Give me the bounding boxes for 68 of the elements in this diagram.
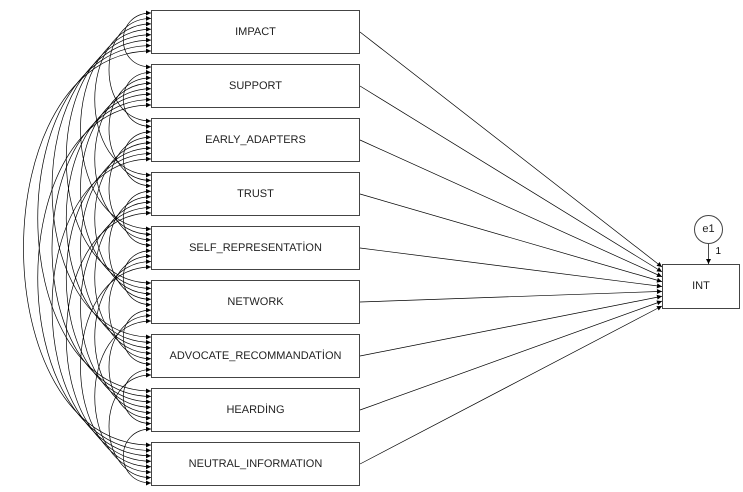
covariance-arrow [108,16,152,123]
variable-box [151,388,360,432]
variable-box [151,226,360,270]
arrow [360,306,662,464]
covariance-arrow [52,158,152,458]
covariance-arrow [108,76,152,182]
variable-box [151,118,360,162]
arrow [360,289,662,302]
variable-name: EARLY_ADAPTERS [205,132,306,148]
covariance-arrow [23,50,152,446]
covariance-arrow [80,146,152,350]
variable-name: INT [692,279,710,294]
arrow [360,248,662,288]
covariance-arrow [122,70,152,128]
arrow [360,300,662,410]
arrow [360,194,662,283]
variable-box [151,334,360,378]
covariance-arrow [122,308,152,366]
covariance-arrow [94,22,152,177]
covariance-arrow [66,211,152,463]
variable-box [151,442,360,486]
variable-box [662,264,740,309]
covariance-arrow [37,104,152,452]
variable-box [151,64,360,108]
variable-box [151,280,360,324]
covariance-arrow [94,82,152,236]
covariance-arrow [80,206,152,409]
covariance-arrow [52,98,152,398]
covariance-arrow [108,373,152,480]
arrow [706,244,711,264]
arrow [360,32,662,268]
variable-name: SUPPORT [229,78,282,94]
covariance-arrow [108,136,152,242]
covariance-arrow [80,28,152,231]
covariance-arrow [94,200,152,355]
covariance-arrow [94,260,152,414]
arrow [360,140,662,278]
variable-name: IMPACT [235,24,276,40]
covariance-arrow [108,254,152,360]
variable-name: SELF_REPRESENTATİON [189,240,322,256]
covariance-arrow [108,195,152,301]
arrow [360,86,662,272]
covariance-arrow [52,38,152,338]
covariance-arrow [122,427,152,485]
covariance-arrow [80,265,152,468]
edge-label: 1 [714,247,722,257]
arrow [360,294,662,356]
covariance-arrow [108,314,152,420]
covariance-arrow [122,248,152,307]
covariance-arrow [66,92,152,344]
covariance-arrow [122,368,152,426]
covariance-arrow [66,33,152,285]
variable-name: TRUST [237,186,274,202]
variable-name: NETWORK [227,294,284,310]
variable-name: e1 [702,222,715,238]
variable-name: HEARDİNG [226,402,285,418]
covariance-arrow [122,11,152,69]
variable-box [151,172,360,216]
covariance-arrow [122,189,152,248]
covariance-arrow [80,87,152,290]
covariance-arrow [94,319,152,474]
variable-box [151,10,360,54]
variable-name: NEUTRAL_INFORMATION [188,456,322,472]
covariance-arrow [66,152,152,404]
covariance-arrow [122,130,152,188]
variable-name: ADVOCATE_RECOMMANDATİON [170,348,342,364]
covariance-arrow [37,44,152,392]
covariance-arrow [94,141,152,296]
